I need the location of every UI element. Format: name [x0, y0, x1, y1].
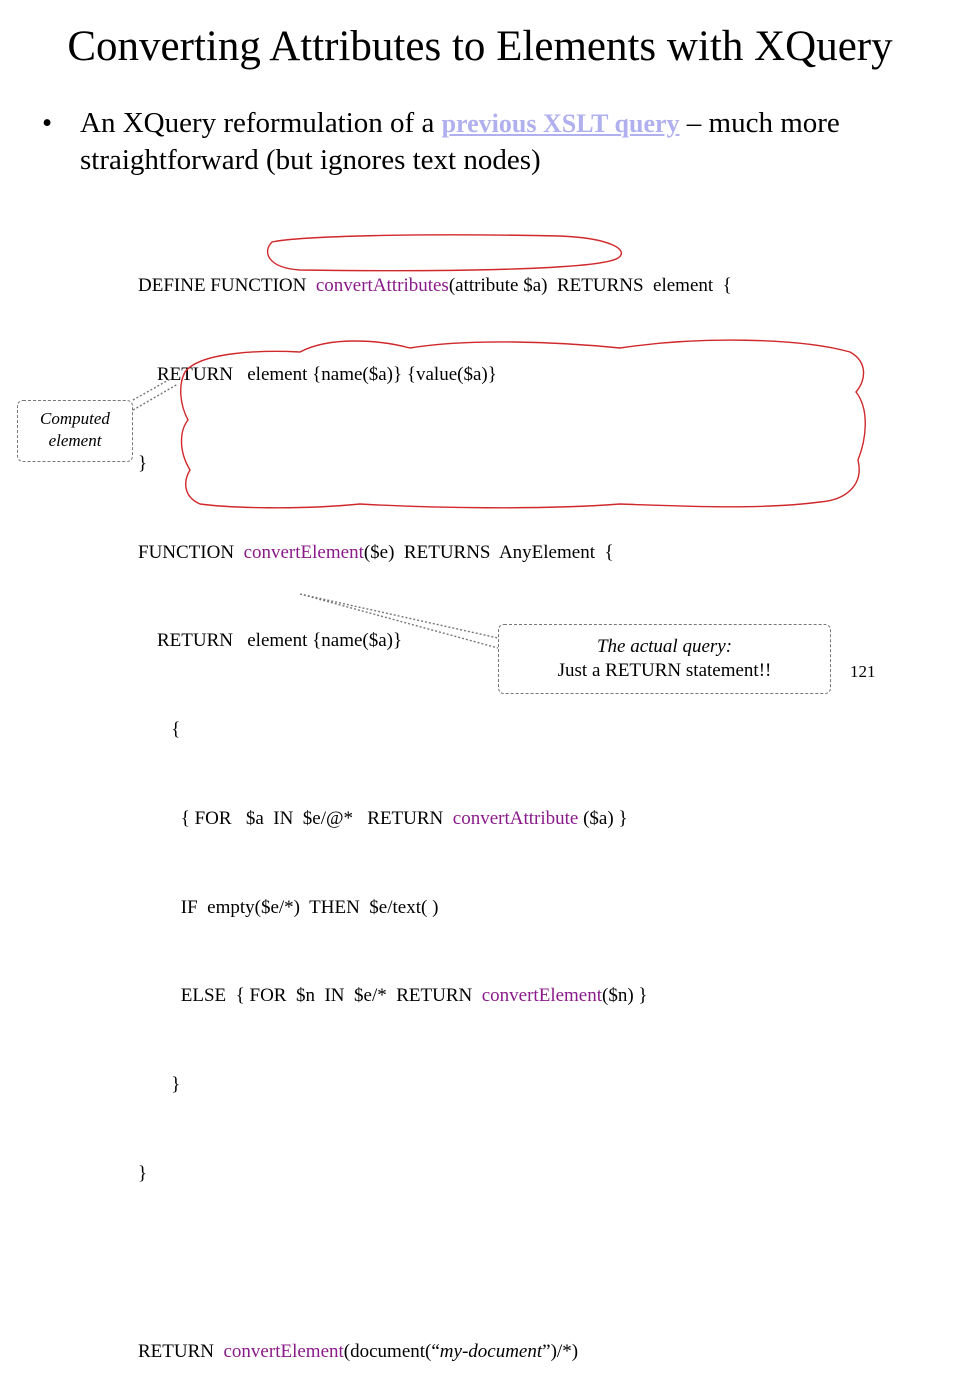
code-line: } — [138, 452, 148, 474]
function-name: convertElement — [223, 1340, 344, 1362]
code-line: RETURN convertElement(document(“my-docum… — [138, 1340, 579, 1362]
callout-text: Just a RETURN statement!! — [557, 660, 772, 681]
code-block: DEFINE FUNCTION convertAttributes(attrib… — [138, 212, 732, 1396]
code-line-blank — [138, 1248, 732, 1278]
code-line: } — [138, 1074, 181, 1096]
function-name: convertElement — [481, 985, 603, 1007]
bullet-text: An XQuery reformulation of a previous XS… — [80, 105, 910, 178]
code-line: } — [138, 1163, 148, 1184]
code-line: { FOR $a IN $e/@* RETURN convertAttribut… — [138, 807, 628, 829]
code-line: ELSE { FOR $n IN $e/* RETURN convertElem… — [138, 985, 648, 1007]
callout-text: The actual query: — [596, 636, 733, 657]
code-line: RETURN element {name($a)} {value($a)} — [138, 363, 497, 385]
previous-xslt-query-link[interactable]: previous XSLT query — [441, 109, 680, 138]
code-line: DEFINE FUNCTION convertAttributes(attrib… — [138, 275, 732, 297]
page-number: 121 — [850, 662, 876, 681]
function-name: convertElement — [243, 541, 364, 563]
actual-query-callout: The actual query: Just a RETURN statemen… — [498, 624, 831, 694]
function-name: convertAttribute — [452, 807, 579, 829]
code-line: FUNCTION convertElement($e) RETURNS AnyE… — [138, 541, 614, 563]
bullet-marker: • — [42, 107, 53, 139]
computed-element-callout: Computed element — [17, 400, 133, 462]
slide-title: Converting Attributes to Elements with X… — [67, 23, 893, 70]
callout-text: Computed — [40, 409, 110, 428]
callout-text: element — [48, 431, 102, 450]
code-line: IF empty($e/*) THEN $e/text( ) — [138, 896, 439, 918]
bullet-text-after: – much more straightforward (but ignores… — [80, 107, 840, 176]
function-name: convertAttributes — [315, 275, 449, 297]
bullet-text-before: An XQuery reformulation of a — [80, 107, 442, 139]
